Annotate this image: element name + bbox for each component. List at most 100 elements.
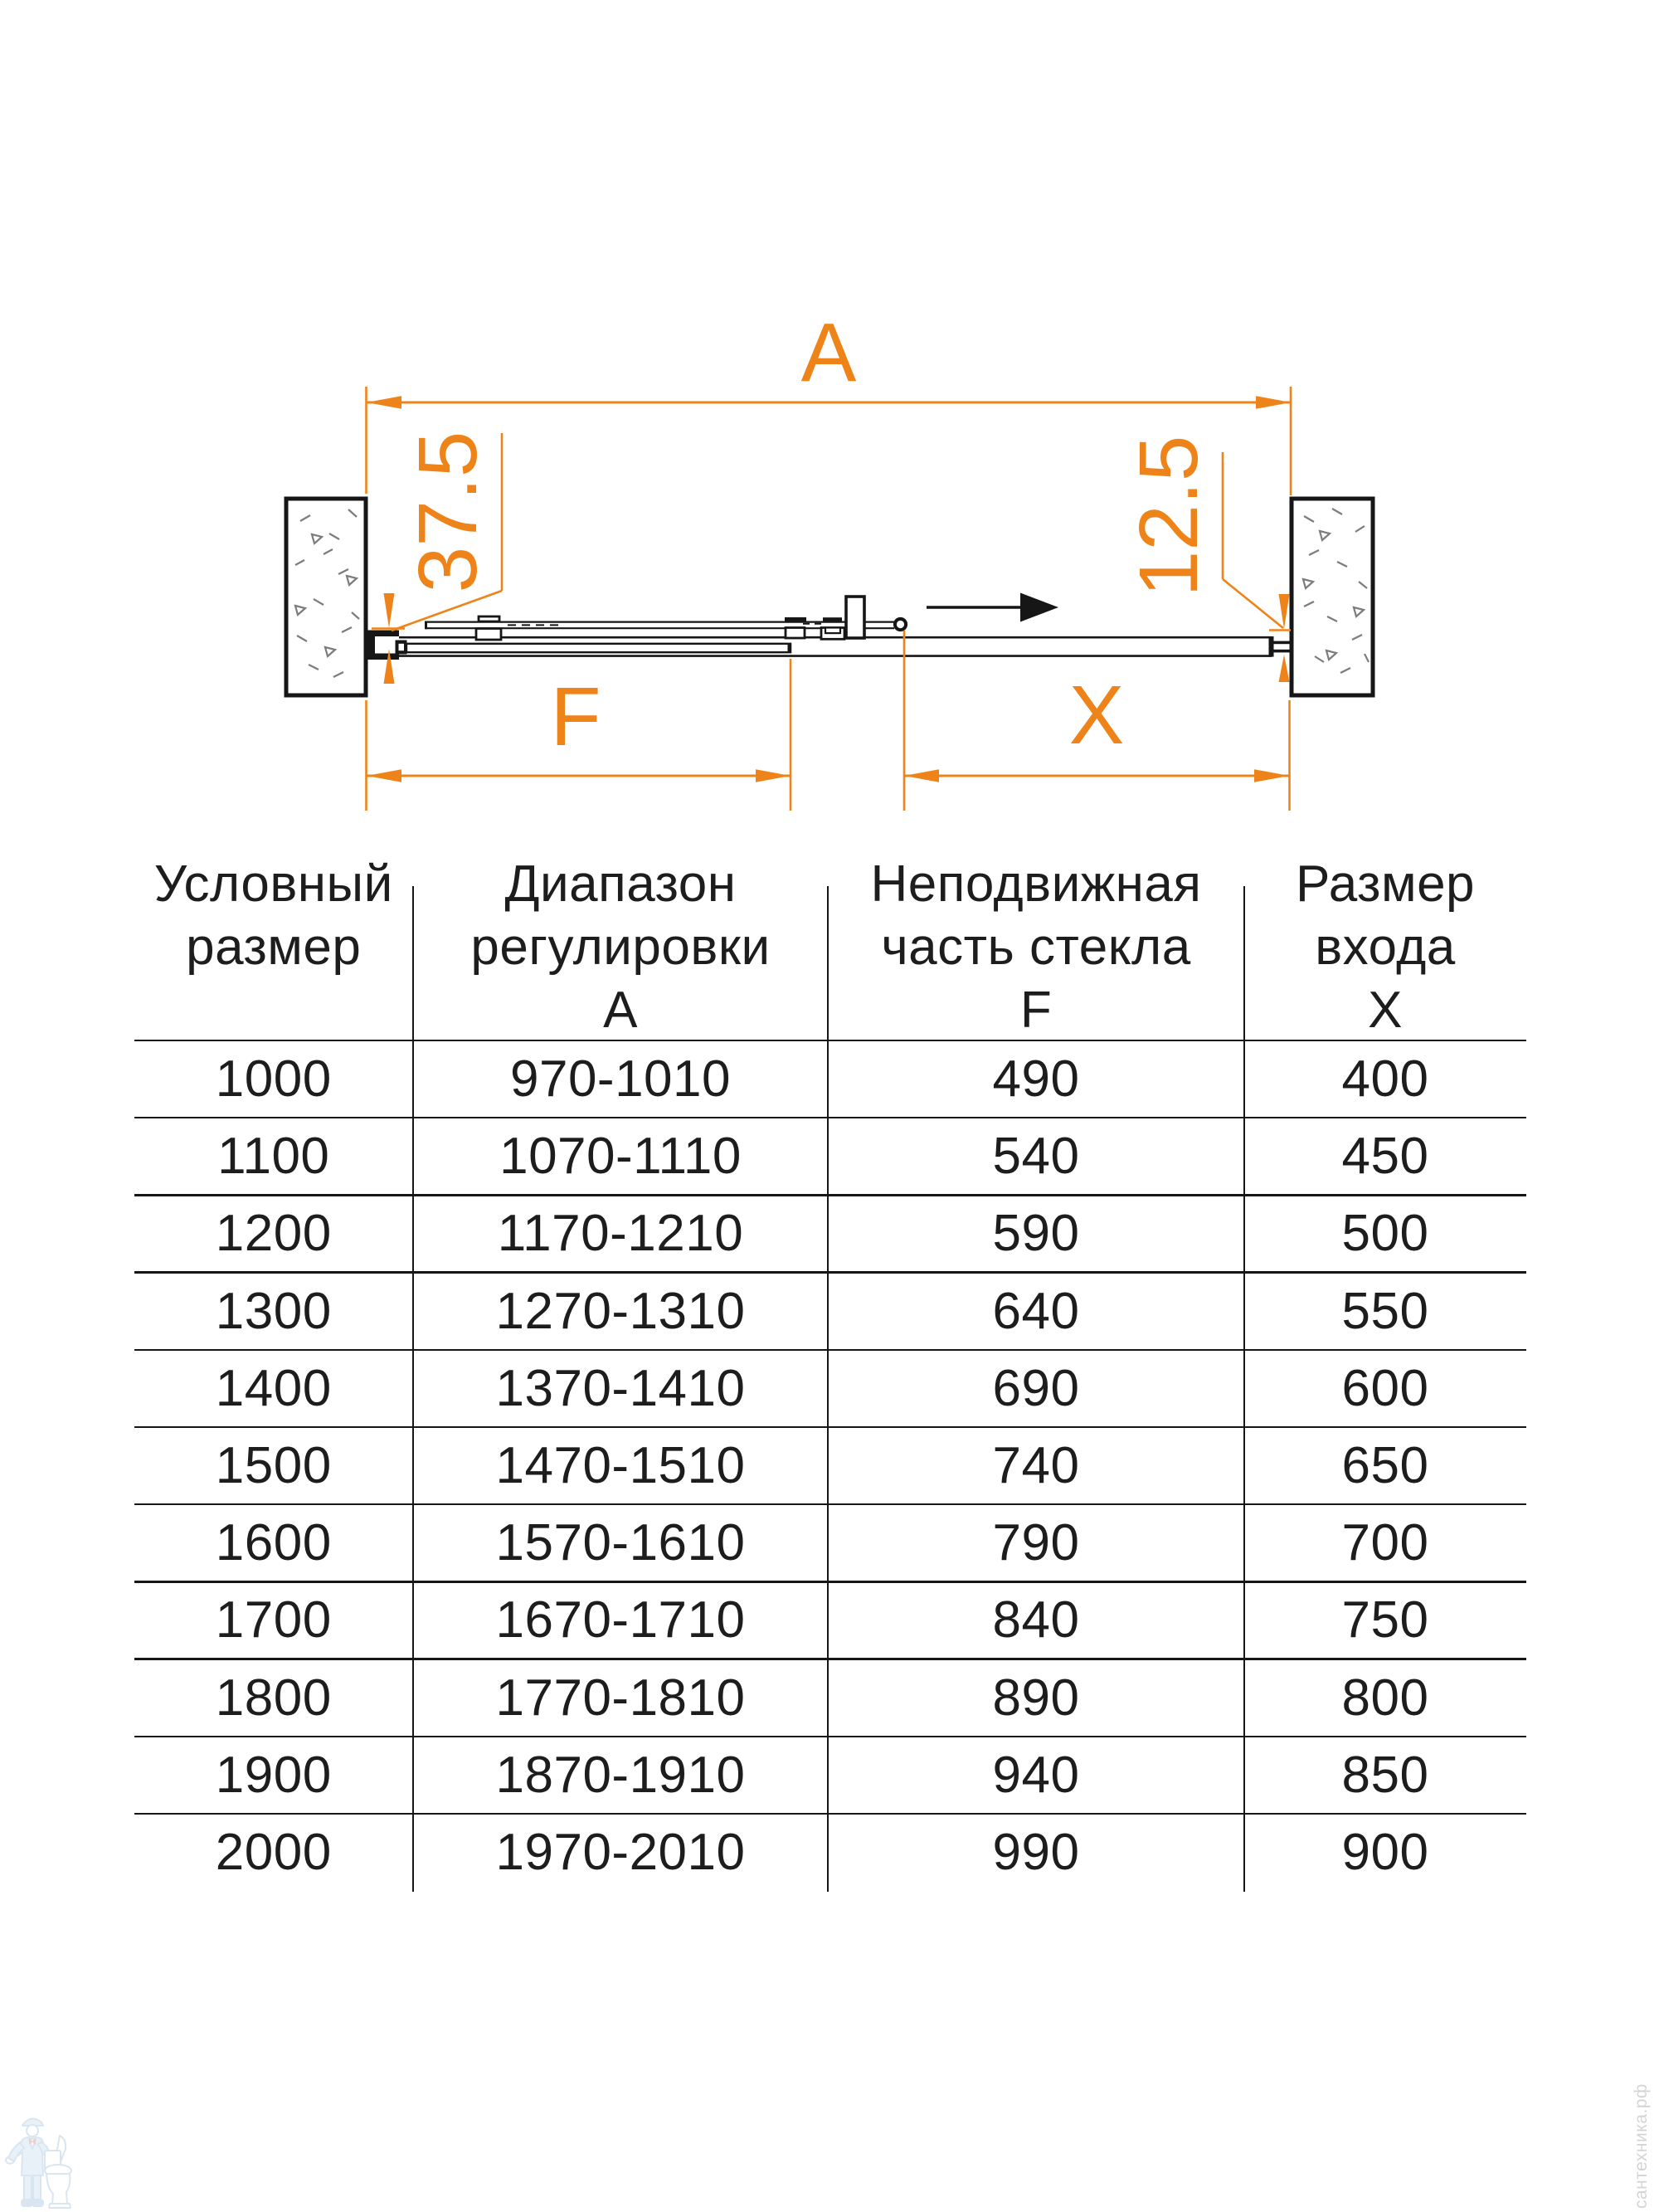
right-wall-profile-top [1273, 641, 1292, 645]
left-wall-profile-top [367, 630, 399, 636]
cell-fixed: 490 [992, 1050, 1080, 1108]
table-vline [411, 886, 415, 1892]
cell-size: 1400 [215, 1359, 332, 1417]
glass-clamp-hole [398, 643, 404, 651]
cell-entry: 750 [1341, 1591, 1429, 1649]
table-hline [134, 1658, 1526, 1660]
mascot-hand [5, 2156, 15, 2165]
table-hline [134, 1194, 1526, 1196]
cell-size: 1200 [215, 1205, 332, 1263]
mascot-watermark [5, 2117, 72, 2209]
cell-range: 1770-1810 [495, 1669, 746, 1727]
left-wall-body [284, 496, 368, 698]
table-hline [134, 1116, 1526, 1119]
cell-range: 1970-2010 [495, 1824, 746, 1882]
column-header-line: X [1368, 982, 1403, 1039]
cell-entry: 650 [1341, 1437, 1429, 1495]
column-header-line: регулировки [470, 918, 771, 976]
dim-left-gap-label: 37.5 [401, 431, 494, 593]
cell-size: 1300 [215, 1282, 332, 1340]
cell-fixed: 690 [992, 1359, 1080, 1417]
dim-a-label: A [801, 306, 857, 399]
cell-entry: 500 [1341, 1205, 1429, 1263]
dimensions: A 37.5 12.5 F X [365, 306, 1292, 811]
mascot-bowtie [29, 2138, 36, 2145]
dim-right-gap-label: 12.5 [1122, 436, 1215, 597]
mascot-boot-right [32, 2199, 44, 2207]
right-wall [1289, 496, 1375, 698]
fixed-glass-end-cap [787, 643, 792, 653]
toilet-lid [54, 2135, 67, 2165]
mascot-arm-left [7, 2141, 25, 2162]
cell-range: 970-1010 [509, 1050, 732, 1108]
column-header-line: Размер [1295, 855, 1476, 913]
dim-left-gap-arrow-bottom [383, 649, 395, 684]
cell-entry: 700 [1341, 1514, 1429, 1572]
cell-entry: 600 [1341, 1359, 1429, 1417]
mascot-leg-left [23, 2175, 32, 2201]
wall-hatch [294, 508, 1370, 678]
roller-left-body [474, 627, 503, 641]
cell-range: 1870-1910 [495, 1746, 746, 1804]
cell-fixed: 890 [992, 1669, 1080, 1727]
cell-size: 1800 [215, 1669, 332, 1727]
dim-a-arrow-right [1256, 396, 1291, 409]
table-hline [134, 1271, 1526, 1274]
cell-size: 1900 [215, 1746, 332, 1804]
door-knob [893, 616, 908, 632]
dim-right-gap-leader [1222, 577, 1284, 630]
cell-fixed: 940 [992, 1746, 1080, 1804]
dim-f-label: F [550, 670, 601, 763]
cell-fixed: 840 [992, 1591, 1080, 1649]
cell-fixed: 990 [992, 1824, 1080, 1882]
cell-fixed: 740 [992, 1437, 1080, 1495]
roller-left-plate [477, 615, 501, 623]
door-assembly [367, 592, 1292, 660]
cell-size: 1000 [215, 1050, 332, 1108]
dim-x-label: X [1069, 669, 1125, 762]
cell-fixed: 540 [992, 1128, 1080, 1186]
dim-x-arrow-left [904, 769, 939, 782]
cell-entry: 450 [1341, 1128, 1429, 1186]
site-watermark: сантехника.рф [1632, 2083, 1651, 2209]
right-wall-body [1289, 496, 1375, 698]
cell-entry: 850 [1341, 1746, 1429, 1804]
cell-fixed: 790 [992, 1514, 1080, 1572]
cell-range: 1070-1110 [499, 1128, 742, 1186]
carriage-plate [823, 617, 842, 622]
mascot-cap [22, 2117, 44, 2127]
door-end-cap [1268, 636, 1274, 657]
mascot-leg-right [32, 2175, 41, 2201]
cell-entry: 900 [1341, 1824, 1429, 1882]
mascot-jacket [13, 2136, 46, 2176]
table-hline [134, 1812, 1526, 1815]
column-header-line: Неподвижная [870, 855, 1202, 913]
cell-range: 1170-1210 [497, 1205, 744, 1263]
dim-left-gap-arrow-top [383, 593, 395, 628]
table-hline [134, 1425, 1526, 1429]
roller-right-body [784, 626, 806, 640]
cell-range: 1270-1310 [495, 1282, 746, 1340]
cell-entry: 550 [1341, 1282, 1429, 1340]
mascot-face [26, 2124, 39, 2137]
roller-right-plate [785, 617, 806, 622]
dim-right-gap-arrow-bottom [1278, 655, 1290, 682]
column-header-line: Диапазон [504, 855, 737, 913]
table-hline [134, 1503, 1526, 1506]
toilet-base [48, 2203, 71, 2209]
right-wall-profile-bottom [1273, 649, 1292, 653]
slide-arrow-head [1020, 592, 1058, 622]
